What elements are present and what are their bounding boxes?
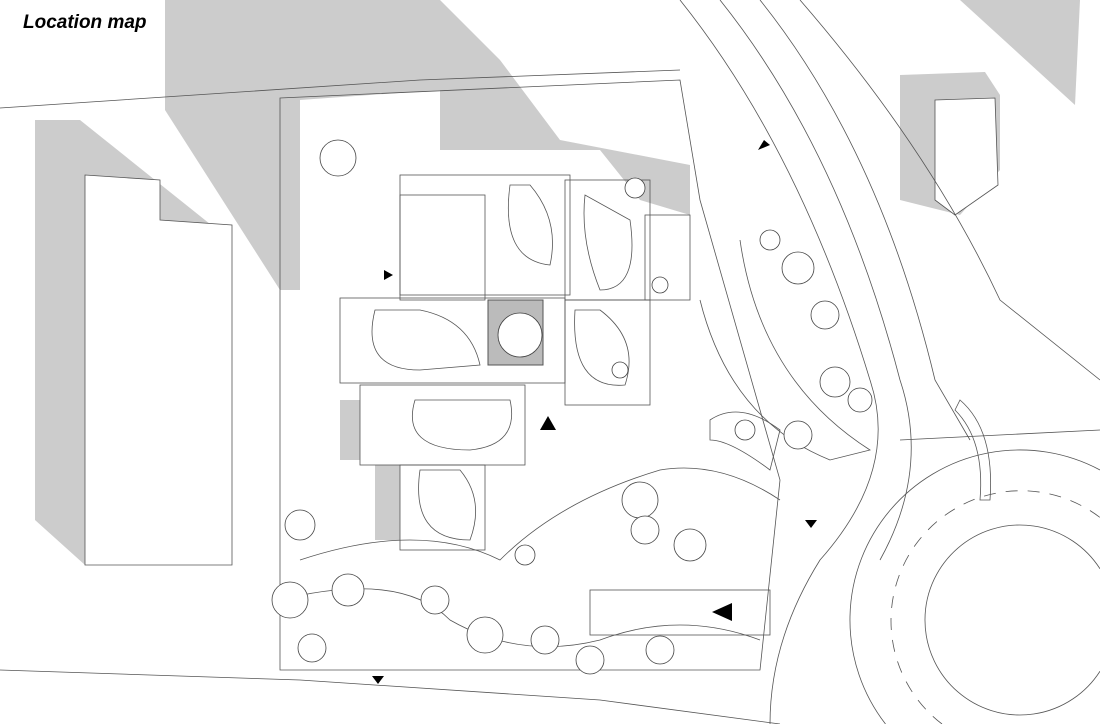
building-block bbox=[399, 194, 486, 301]
arrow-icon bbox=[540, 416, 556, 430]
arrow-icon bbox=[712, 603, 732, 621]
direction-arrows bbox=[372, 140, 817, 684]
map-title: Location map bbox=[23, 12, 147, 33]
trees bbox=[271, 139, 873, 675]
arrow-icon bbox=[805, 520, 817, 528]
roundabout-outer bbox=[849, 449, 1100, 724]
arrow-icon bbox=[384, 270, 393, 280]
arrow-icon bbox=[758, 140, 770, 150]
roundabout-lane bbox=[890, 490, 1100, 724]
arrow-icon bbox=[372, 676, 384, 684]
roundabout-island bbox=[924, 524, 1100, 716]
neighbor-buildings bbox=[84, 97, 999, 566]
site-boundary bbox=[279, 79, 871, 671]
